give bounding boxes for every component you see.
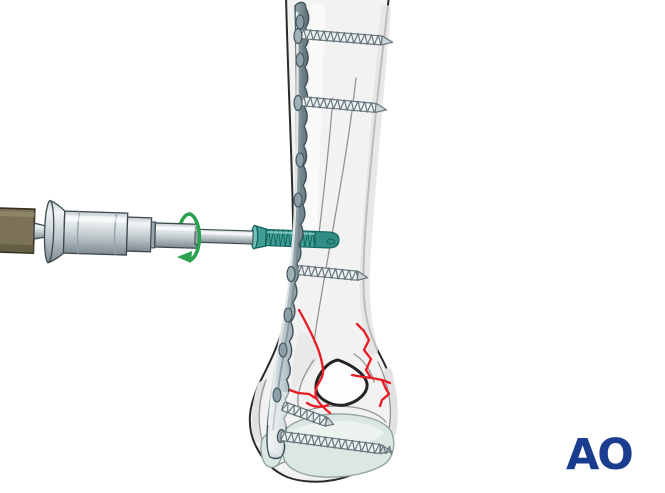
barrel-seam — [113, 212, 118, 255]
ao-logo: AO — [566, 430, 634, 480]
fracture-line-main — [297, 308, 332, 415]
barrel-seam — [76, 211, 81, 254]
screw-head-boss — [286, 265, 296, 283]
cortical-screw — [280, 401, 335, 427]
shaft-contour-line-2 — [317, 97, 334, 243]
plate-hole — [293, 192, 303, 208]
olecranon-fossa — [314, 358, 369, 407]
shaft-flange — [43, 199, 55, 264]
plate-hole — [295, 52, 305, 68]
locking-screw-threads — [265, 229, 316, 248]
cylinder-highlight — [156, 225, 197, 232]
cortical-screw — [276, 428, 393, 455]
locking-screw-highlight — [267, 231, 315, 235]
rotation-arrow-head — [177, 251, 192, 263]
fracture-line-lateral-upper — [355, 322, 373, 380]
rotation-arrow-front — [188, 212, 202, 262]
rod-highlight — [200, 231, 253, 237]
screw-head-boss — [293, 27, 303, 45]
bone-shading-right — [359, 5, 391, 355]
screwdriver-handle — [0, 207, 36, 254]
screw-head-boss — [293, 94, 303, 112]
shaft-rod — [198, 228, 254, 245]
epicondyle-shading-left — [251, 381, 266, 442]
ao-logo-text: AO — [566, 430, 632, 480]
locking-screw-tip-slot — [326, 238, 336, 245]
plate-hole — [295, 14, 305, 30]
cortical-screw — [296, 264, 369, 281]
screwdriver — [0, 199, 254, 264]
shaft-collar — [125, 216, 153, 253]
plate-hole — [283, 307, 293, 323]
handle-shade — [0, 243, 34, 253]
handle-highlight — [0, 210, 35, 218]
plate-hole — [272, 387, 282, 403]
cortical-screws — [276, 27, 394, 455]
rotation-arrow-icon — [177, 212, 202, 263]
epicondyle-shading-right — [384, 368, 398, 436]
fracture-line-fossa-rim — [305, 401, 330, 408]
plate-hole — [295, 152, 305, 168]
plate-hole — [278, 342, 288, 358]
supracondylar-shadow — [292, 330, 321, 392]
plate-inner-shade — [272, 13, 305, 431]
bone-highlight — [303, 3, 325, 247]
fracture-line-lateral-horizontal — [350, 373, 392, 385]
fracture-line-lateral-lower — [378, 378, 391, 408]
shaft-contour-line-1 — [313, 77, 357, 343]
barrel-highlight — [65, 215, 127, 224]
